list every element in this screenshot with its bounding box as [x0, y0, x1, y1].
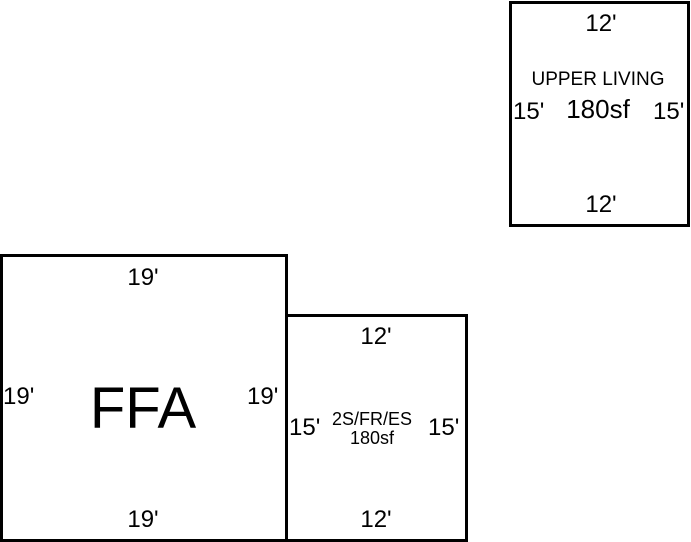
upper-living-name: UPPER LIVING [531, 69, 665, 90]
upper-living-bottom-dim: 12' [585, 191, 617, 218]
room-upper-living [509, 1, 690, 227]
upper-living-area: 180sf [566, 94, 630, 124]
two-story-bottom-dim: 12' [360, 506, 392, 533]
upper-living-right-dim: 15' [653, 98, 685, 125]
ffa-top-dim: 19' [127, 264, 159, 291]
ffa-right-dim: 19' [247, 383, 279, 410]
two-story-right-dim: 15' [428, 414, 460, 441]
two-story-left-dim: 15' [289, 414, 321, 441]
room-2s-fr-es [285, 314, 468, 542]
room-ffa [0, 254, 288, 542]
two-story-name: 2S/FR/ES [331, 409, 413, 429]
two-story-area: 180sf [349, 428, 395, 448]
ffa-left-dim: 19' [3, 383, 35, 410]
ffa-bottom-dim: 19' [127, 506, 159, 533]
upper-living-top-dim: 12' [585, 10, 617, 37]
upper-living-left-dim: 15' [513, 98, 545, 125]
two-story-top-dim: 12' [360, 323, 392, 350]
ffa-name: FFA [89, 376, 197, 441]
